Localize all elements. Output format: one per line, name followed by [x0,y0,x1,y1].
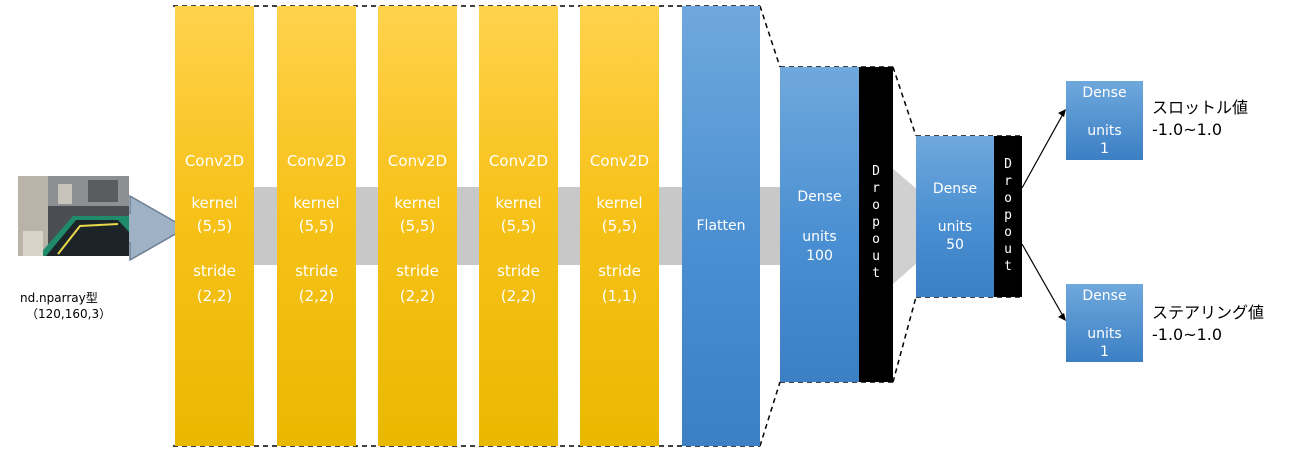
input-label: nd.nparray型 （120,160,3） [20,290,111,322]
track-photo [18,176,129,256]
dense-name: Dense [1082,288,1127,304]
dropout-letter: o [872,198,880,213]
dropout-letter: u [1004,242,1012,257]
conv-layer-3: Conv2D kernel (5,5) stride (2,2) [378,6,457,446]
input-image [18,176,129,256]
kernel-label: kernel [596,194,643,212]
kernel-value: (5,5) [298,217,335,235]
units-label: units [802,229,837,245]
dropout-letter: r [872,181,880,196]
units-value: 100 [806,248,833,264]
stride-label: stride [598,262,641,280]
kernel-value: (5,5) [601,217,638,235]
dropout-letter: D [1004,157,1012,172]
steering-output-text: ステアリング値 -1.0~1.0 [1152,302,1264,346]
flow-funnel [892,168,918,285]
conv-layer-2: Conv2D kernel (5,5) stride (2,2) [277,6,356,446]
kernel-label: kernel [293,194,340,212]
layer-name: Conv2D [184,152,245,170]
conv-layer-5: Conv2D kernel (5,5) stride (1,1) [580,6,659,446]
layer-name: Conv2D [488,152,549,170]
stride-value: (2,2) [399,287,436,305]
output-dense-steering: Dense units 1 [1066,284,1143,362]
kernel-value: (5,5) [399,217,436,235]
throttle-output-text: スロットル値 -1.0~1.0 [1152,97,1248,141]
output-range: -1.0~1.0 [1152,325,1223,344]
dense-layer-100: Dense units 100 [780,67,859,382]
units-value: 50 [946,237,964,253]
output-dense-throttle: Dense units 1 [1066,81,1143,160]
stride-value: (2,2) [500,287,537,305]
kernel-value: (5,5) [500,217,537,235]
kernel-value: (5,5) [196,217,233,235]
dropout-letter: o [872,232,880,247]
conv-layer-4: Conv2D kernel (5,5) stride (2,2) [479,6,558,446]
units-label: units [1087,326,1122,342]
stride-value: (2,2) [298,287,335,305]
units-label: units [1087,123,1122,139]
stride-label: stride [295,262,338,280]
kernel-label: kernel [394,194,441,212]
dense-name: Dense [797,189,842,205]
flatten-layer: Flatten [682,6,760,446]
dropout-letter: t [1004,259,1012,274]
layer-name: Conv2D [286,152,347,170]
layer-name: Conv2D [589,152,650,170]
stride-label: stride [396,262,439,280]
stride-value: (1,1) [601,287,638,305]
stride-value: (2,2) [196,287,233,305]
dropout-letter: t [872,266,880,281]
kernel-label: kernel [191,194,238,212]
dropout-letter: o [1004,225,1012,240]
dropout-letter: u [872,249,880,264]
input-shape-text: （120,160,3） [26,307,112,321]
output-label: スロットル値 [1152,98,1249,117]
units-label: units [937,219,973,235]
dropout-letter: p [872,215,880,230]
arrow-throttle [1021,113,1064,189]
output-label: ステアリング値 [1152,303,1265,322]
dropout-letter: o [1004,191,1012,206]
layer-name: Conv2D [387,152,448,170]
flatten-label: Flatten [696,218,746,234]
units-value: 1 [1100,141,1109,157]
dropout-letter: p [1004,208,1012,223]
units-value: 1 [1100,344,1109,360]
dropout-letter: D [872,164,880,179]
arrow-steering [1021,243,1064,317]
conv-layer-1: Conv2D kernel (5,5) stride (2,2) [175,6,254,446]
stride-label: stride [193,262,236,280]
dense-name: Dense [932,181,978,197]
kernel-label: kernel [495,194,542,212]
dense-layer-50: Dense units 50 [916,136,994,297]
dense-name: Dense [1082,85,1127,101]
input-type-text: nd.nparray型 [20,291,98,305]
output-range: -1.0~1.0 [1152,120,1223,139]
stride-label: stride [497,262,540,280]
dropout-letter: r [1004,174,1012,189]
